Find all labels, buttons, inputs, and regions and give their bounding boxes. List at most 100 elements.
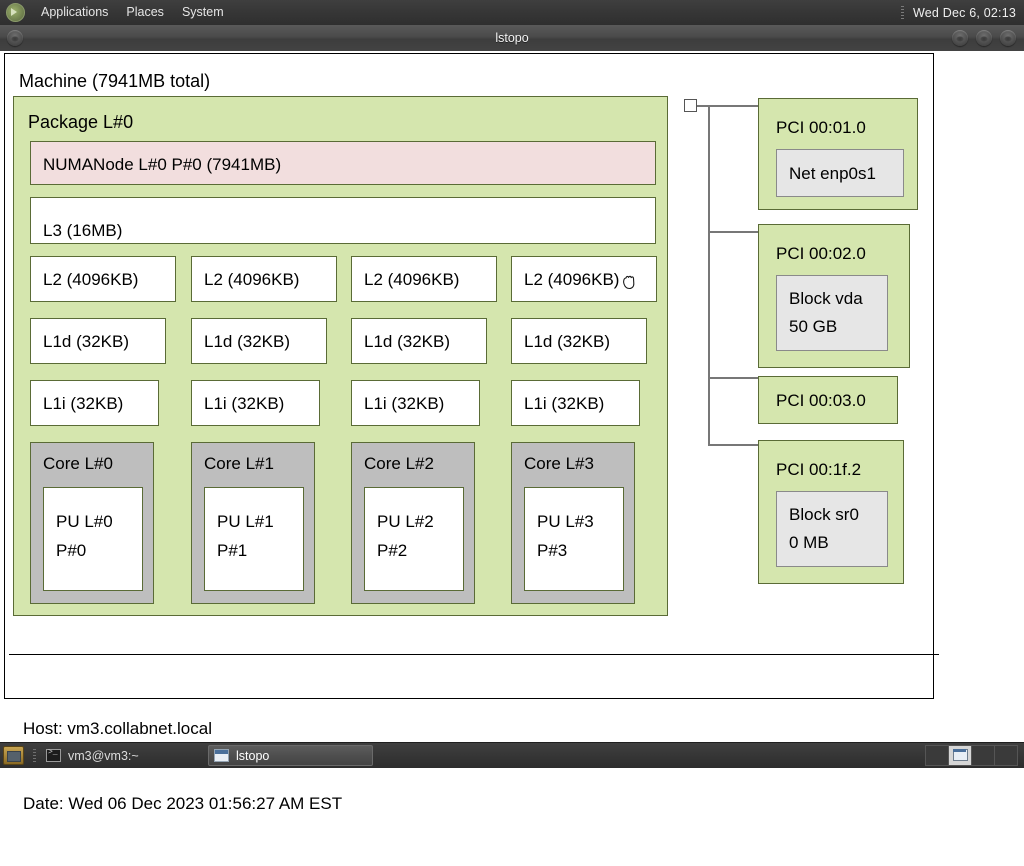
window-icon bbox=[214, 749, 229, 762]
pu-label-line1: PU L#3 bbox=[537, 513, 594, 530]
l3-cache-box[interactable]: L3 (16MB) bbox=[30, 197, 656, 244]
terminal-icon bbox=[46, 749, 61, 762]
l2-cache-box[interactable]: L2 (4096KB) bbox=[351, 256, 497, 302]
osdev-box[interactable]: Block vda 50 GB bbox=[776, 275, 888, 351]
pu-label-line1: PU L#0 bbox=[56, 513, 113, 530]
core-box[interactable]: Core L#0 PU L#0 P#0 bbox=[30, 442, 154, 604]
osdev-label-line1: Block sr0 bbox=[789, 506, 859, 523]
task-label: lstopo bbox=[236, 749, 269, 763]
osdev-box[interactable]: Block sr0 0 MB bbox=[776, 491, 888, 567]
osdev-box[interactable]: Net enp0s1 bbox=[776, 149, 904, 197]
gnome-footprint-icon[interactable] bbox=[6, 3, 25, 22]
l1d-cache-label: L1d (32KB) bbox=[43, 333, 129, 350]
l1i-cache-box[interactable]: L1i (32KB) bbox=[351, 380, 480, 426]
l2-cache-label: L2 (4096KB) bbox=[204, 271, 299, 288]
l1i-cache-box[interactable]: L1i (32KB) bbox=[30, 380, 159, 426]
pu-box[interactable]: PU L#2 P#2 bbox=[364, 487, 464, 591]
pci-label: PCI 00:03.0 bbox=[776, 392, 866, 409]
workspace-1[interactable] bbox=[926, 746, 949, 765]
l2-cache-label: L2 (4096KB) bbox=[524, 271, 619, 288]
window-titlebar[interactable]: lstopo bbox=[0, 25, 1024, 52]
window-menu-button[interactable] bbox=[7, 30, 23, 46]
numanode-box[interactable]: NUMANode L#0 P#0 (7941MB) bbox=[30, 141, 656, 185]
l1d-cache-label: L1d (32KB) bbox=[524, 333, 610, 350]
window-title: lstopo bbox=[0, 25, 1024, 51]
pci-device-box[interactable]: PCI 00:1f.2 Block sr0 0 MB bbox=[758, 440, 904, 584]
core-label: Core L#1 bbox=[204, 455, 274, 472]
show-desktop-icon[interactable] bbox=[3, 746, 24, 765]
package-label: Package L#0 bbox=[28, 113, 133, 131]
minimize-button[interactable] bbox=[952, 30, 968, 46]
pu-box[interactable]: PU L#1 P#1 bbox=[204, 487, 304, 591]
l3-cache-label: L3 (16MB) bbox=[43, 222, 122, 239]
pu-label-line1: PU L#1 bbox=[217, 513, 274, 530]
workspace-4[interactable] bbox=[995, 746, 1017, 765]
l1i-cache-label: L1i (32KB) bbox=[364, 395, 444, 412]
lstopo-window: lstopo Machine (7941MB total) Package L#… bbox=[0, 25, 1024, 733]
task-lstopo[interactable]: lstopo bbox=[208, 745, 373, 766]
grab-hand-cursor bbox=[620, 272, 640, 292]
task-label: vm3@vm3:~ bbox=[68, 749, 139, 763]
bridge-branch-line bbox=[708, 444, 758, 446]
l1d-cache-box[interactable]: L1d (32KB) bbox=[191, 318, 327, 364]
lstopo-canvas[interactable]: Machine (7941MB total) Package L#0 NUMAN… bbox=[0, 51, 1024, 733]
pu-label-line2: P#1 bbox=[217, 542, 247, 559]
footer-divider bbox=[9, 654, 939, 655]
l1d-cache-box[interactable]: L1d (32KB) bbox=[511, 318, 647, 364]
l2-cache-label: L2 (4096KB) bbox=[364, 271, 459, 288]
l1i-cache-label: L1i (32KB) bbox=[204, 395, 284, 412]
core-box[interactable]: Core L#1 PU L#1 P#1 bbox=[191, 442, 315, 604]
bridge-branch-line bbox=[708, 377, 758, 379]
core-box[interactable]: Core L#3 PU L#3 P#3 bbox=[511, 442, 635, 604]
core-label: Core L#0 bbox=[43, 455, 113, 472]
pci-device-box[interactable]: PCI 00:02.0 Block vda 50 GB bbox=[758, 224, 910, 368]
topology-frame: Machine (7941MB total) Package L#0 NUMAN… bbox=[4, 53, 934, 699]
taskbar: vm3@vm3:~ lstopo bbox=[0, 742, 1024, 768]
pu-box[interactable]: PU L#0 P#0 bbox=[43, 487, 143, 591]
pci-label: PCI 00:02.0 bbox=[776, 245, 866, 262]
l1d-cache-box[interactable]: L1d (32KB) bbox=[351, 318, 487, 364]
pci-device-box[interactable]: PCI 00:01.0 Net enp0s1 bbox=[758, 98, 918, 210]
menu-places[interactable]: Places bbox=[117, 2, 173, 23]
host-bridge-node[interactable] bbox=[684, 99, 697, 112]
core-box[interactable]: Core L#2 PU L#2 P#2 bbox=[351, 442, 475, 604]
l1i-cache-label: L1i (32KB) bbox=[43, 395, 123, 412]
pu-label-line1: PU L#2 bbox=[377, 513, 434, 530]
pci-label: PCI 00:1f.2 bbox=[776, 461, 861, 478]
workspace-3[interactable] bbox=[972, 746, 995, 765]
l1d-cache-label: L1d (32KB) bbox=[364, 333, 450, 350]
core-label: Core L#3 bbox=[524, 455, 594, 472]
maximize-button[interactable] bbox=[976, 30, 992, 46]
l1i-cache-box[interactable]: L1i (32KB) bbox=[191, 380, 320, 426]
l1d-cache-box[interactable]: L1d (32KB) bbox=[30, 318, 166, 364]
bridge-trunk-line bbox=[708, 105, 710, 446]
bridge-branch-line bbox=[708, 105, 758, 107]
l2-cache-box[interactable]: L2 (4096KB) bbox=[191, 256, 337, 302]
menu-applications[interactable]: Applications bbox=[32, 2, 117, 23]
osdev-label-line1: Net enp0s1 bbox=[789, 165, 876, 182]
workspace-switcher[interactable] bbox=[925, 745, 1018, 766]
package-box[interactable]: Package L#0 NUMANode L#0 P#0 (7941MB) L3… bbox=[13, 96, 668, 616]
pci-device-box[interactable]: PCI 00:03.0 bbox=[758, 376, 898, 424]
panel-right-area: Wed Dec 6, 02:13 bbox=[901, 6, 1024, 20]
l1i-cache-box[interactable]: L1i (32KB) bbox=[511, 380, 640, 426]
pci-label: PCI 00:01.0 bbox=[776, 119, 866, 136]
machine-label: Machine (7941MB total) bbox=[19, 72, 210, 90]
window-controls bbox=[952, 30, 1016, 46]
numanode-label: NUMANode L#0 P#0 (7941MB) bbox=[43, 156, 281, 173]
clock[interactable]: Wed Dec 6, 02:13 bbox=[913, 6, 1016, 20]
l1i-cache-label: L1i (32KB) bbox=[524, 395, 604, 412]
taskbar-separator bbox=[33, 749, 36, 763]
pu-box[interactable]: PU L#3 P#3 bbox=[524, 487, 624, 591]
host-label: Host: vm3.collabnet.local bbox=[23, 716, 342, 741]
task-vm3-terminal[interactable]: vm3@vm3:~ bbox=[41, 745, 206, 766]
menu-system[interactable]: System bbox=[173, 2, 233, 23]
l2-cache-box[interactable]: L2 (4096KB) bbox=[30, 256, 176, 302]
pu-label-line2: P#3 bbox=[537, 542, 567, 559]
top-panel: Applications Places System Wed Dec 6, 02… bbox=[0, 0, 1024, 26]
panel-grip-handle[interactable] bbox=[901, 6, 904, 19]
workspace-2[interactable] bbox=[949, 746, 972, 765]
close-button[interactable] bbox=[1000, 30, 1016, 46]
pu-label-line2: P#2 bbox=[377, 542, 407, 559]
osdev-label-line2: 0 MB bbox=[789, 534, 829, 551]
